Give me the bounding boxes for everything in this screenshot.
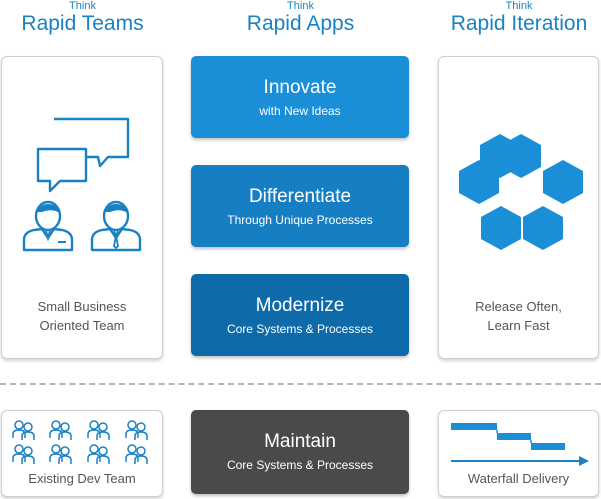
- block-subtitle: Through Unique Processes: [227, 213, 373, 227]
- section-divider: [0, 383, 601, 385]
- panel-rapid-teams: Small Business Oriented Team: [1, 56, 163, 359]
- block-subtitle: Core Systems & Processes: [226, 322, 374, 336]
- header-title: Rapid Apps: [246, 12, 355, 35]
- block-subtitle: Core Systems & Processes: [226, 458, 374, 472]
- gantt-arrow-icon: [451, 423, 589, 466]
- header-think-label: Think: [287, 0, 314, 12]
- block-title: Modernize: [255, 295, 345, 316]
- person-icon: [90, 200, 142, 252]
- header-think-label: Think: [505, 0, 533, 12]
- block-title: Maintain: [264, 431, 336, 452]
- header-title: Rapid Iteration: [450, 12, 588, 35]
- hexagon-ring-icon: [459, 134, 583, 250]
- iteration-caption-line1: Release Often,: [475, 299, 562, 314]
- panel-waterfall-delivery: Waterfall Delivery: [438, 410, 599, 497]
- person-icon: [22, 200, 74, 252]
- maintain-block: Maintain Core Systems & Processes: [191, 410, 409, 494]
- header-rapid-teams: Think Rapid Teams: [0, 0, 165, 36]
- dev-team-caption: Existing Dev Team: [28, 471, 136, 486]
- block-title: Innovate: [263, 77, 337, 98]
- teams-caption-line2: Oriented Team: [39, 318, 125, 333]
- header-rapid-apps: Think Rapid Apps: [190, 0, 411, 36]
- header-rapid-iteration: Think Rapid Iteration: [437, 0, 601, 36]
- iteration-caption-line2: Learn Fast: [487, 318, 550, 333]
- header-think-label: Think: [69, 0, 96, 12]
- panel-existing-dev-team: Existing Dev Team: [1, 410, 163, 497]
- people-grid-icon: [12, 420, 148, 465]
- block-subtitle: with New Ideas: [259, 104, 341, 118]
- innovate-block: Innovate with New Ideas: [191, 56, 409, 138]
- block-title: Differentiate: [248, 186, 352, 207]
- header-title: Rapid Teams: [21, 12, 144, 35]
- chat-bubbles-icon: [36, 117, 130, 193]
- teams-caption-line1: Small Business: [37, 299, 127, 314]
- modernize-block: Modernize Core Systems & Processes: [191, 274, 409, 356]
- differentiate-block: Differentiate Through Unique Processes: [191, 165, 409, 247]
- waterfall-caption: Waterfall Delivery: [467, 471, 570, 486]
- panel-rapid-iteration: Release Often, Learn Fast: [438, 56, 599, 359]
